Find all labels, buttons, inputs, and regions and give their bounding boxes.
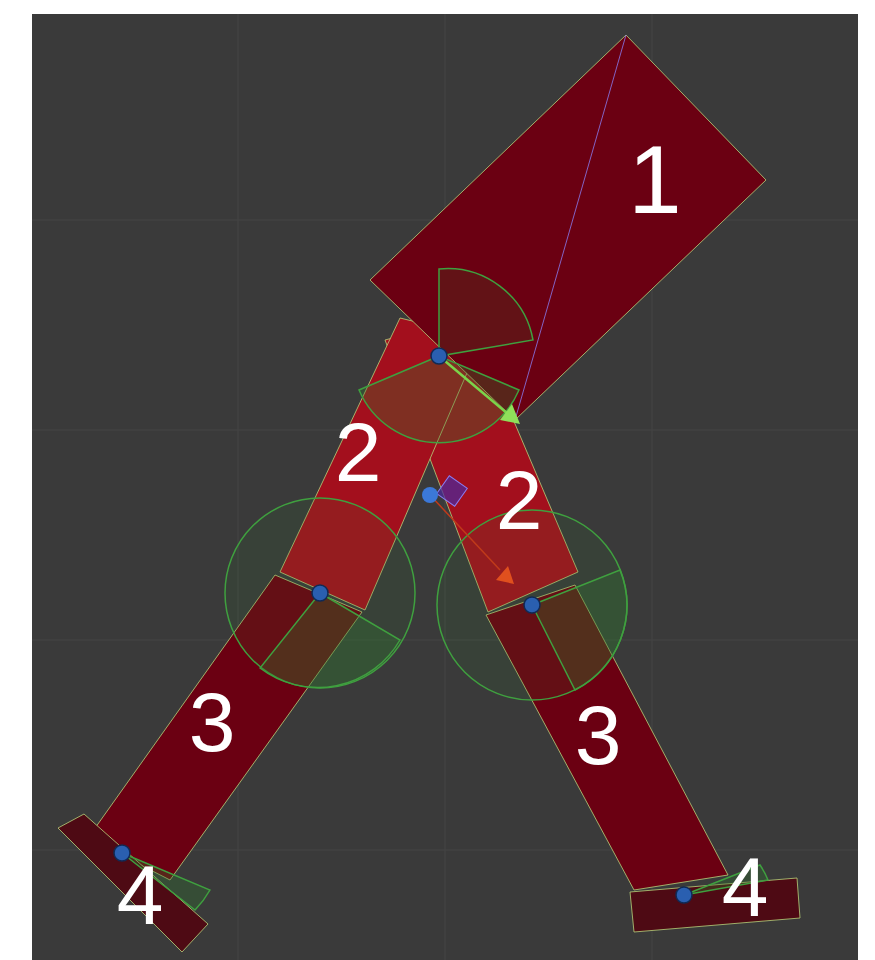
callout-number: 3	[189, 680, 236, 764]
joint-limits	[122, 269, 768, 910]
callout-number: 4	[722, 845, 769, 929]
callout-number: 4	[117, 853, 164, 937]
callout-number: 2	[496, 458, 543, 542]
callout-number: 2	[335, 410, 382, 494]
scene-background	[32, 14, 858, 960]
callout-number: 3	[575, 693, 622, 777]
callout-number: 1	[628, 132, 681, 228]
joint-pivots	[114, 348, 692, 903]
